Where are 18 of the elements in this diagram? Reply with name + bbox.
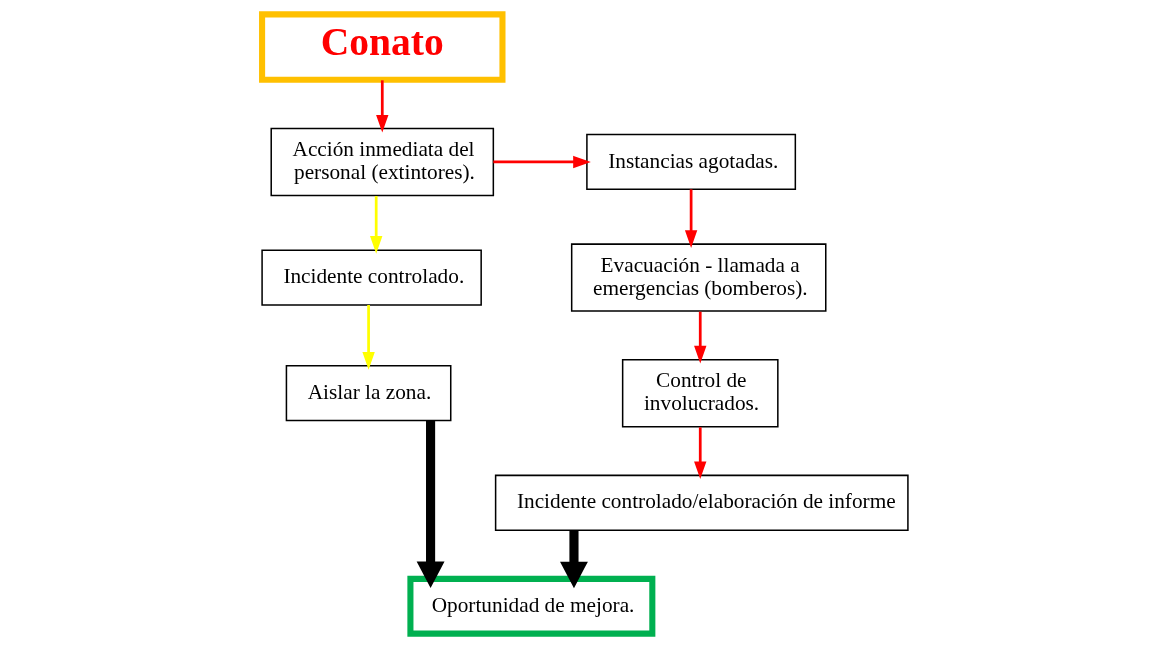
node-box: Acción inmediata del personal (extintores). [270,127,495,197]
node-box: Aislar la zona. [285,365,452,422]
node-box: Instancias agotadas. [586,133,797,191]
node-box: Incidente controlado/elaboración de informe [494,474,909,531]
arrow [370,196,383,254]
arrow [362,305,375,370]
node-box: Oportunidad de mejora. [407,575,656,637]
node-box: Incidente controlado. [261,249,482,306]
arrow [694,311,707,364]
node-box: Control de involucrados. [621,359,779,428]
arrow [493,155,591,169]
arrow [684,189,698,248]
arrow [376,80,389,133]
node-box: Conato [259,11,506,83]
arrow [560,530,588,589]
node-box: Evacuación - llamada a emergencias (bomberos). [570,243,827,312]
arrow [694,427,707,480]
arrow [416,420,445,589]
